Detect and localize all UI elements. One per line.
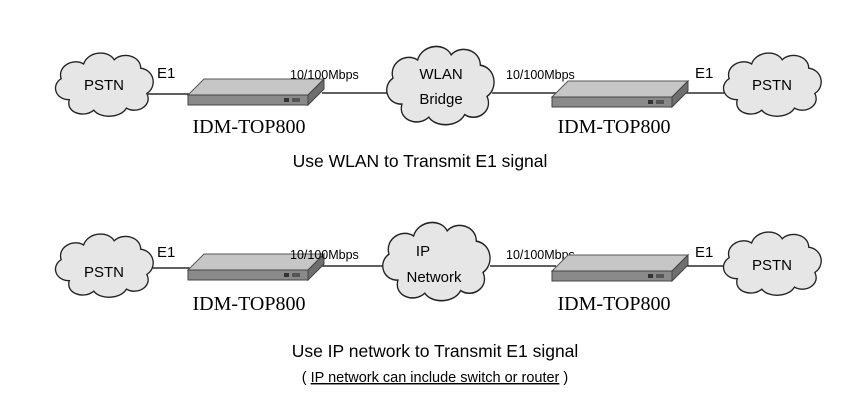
caption-ip-network: Use IP network to Transmit E1 signal <box>292 341 579 361</box>
wlan-bridge-cloud <box>385 45 495 126</box>
device-label-left-2: IDM-TOP800 <box>193 293 306 315</box>
note-open-paren: ( <box>302 370 311 386</box>
speed-label-left: 10/100Mbps <box>290 68 359 82</box>
device-label-left: IDM-TOP800 <box>193 116 306 138</box>
caption-wlan: Use WLAN to Transmit E1 signal <box>293 151 548 171</box>
diagram-ip-network: PSTN E1 IDM-TOP800 10/100Mbps IP Network… <box>54 221 822 386</box>
speed-label-right: 10/100Mbps <box>506 68 575 82</box>
pstn-label-left: PSTN <box>84 77 124 94</box>
ip-label: IP <box>416 243 430 260</box>
e1-label-left: E1 <box>157 65 175 82</box>
speed-label-right-2: 10/100Mbps <box>506 248 575 262</box>
bridge-label: Bridge <box>419 91 462 108</box>
note-text: IP network can include switch or router <box>311 370 560 386</box>
e1-label-left-2: E1 <box>157 244 175 261</box>
ip-network-cloud <box>381 221 491 302</box>
device-right <box>551 80 689 108</box>
note-close-paren: ) <box>559 370 568 386</box>
diagram-wlan: PSTN E1 IDM-TOP800 10/100Mbps WLAN Bridg… <box>54 45 822 171</box>
pstn-label-right: PSTN <box>752 77 792 94</box>
device-label-right: IDM-TOP800 <box>558 116 671 138</box>
e1-label-right-2: E1 <box>695 244 713 261</box>
pstn-label-right-2: PSTN <box>752 257 792 274</box>
caption-note: ( IP network can include switch or route… <box>302 370 568 386</box>
device-right-2 <box>551 254 689 282</box>
device-label-right-2: IDM-TOP800 <box>558 293 671 315</box>
wlan-label: WLAN <box>419 66 462 83</box>
pstn-label-left-2: PSTN <box>84 264 124 281</box>
speed-label-left-2: 10/100Mbps <box>290 248 359 262</box>
network-label: Network <box>406 269 462 286</box>
device-left <box>187 78 325 106</box>
e1-label-right: E1 <box>695 65 713 82</box>
